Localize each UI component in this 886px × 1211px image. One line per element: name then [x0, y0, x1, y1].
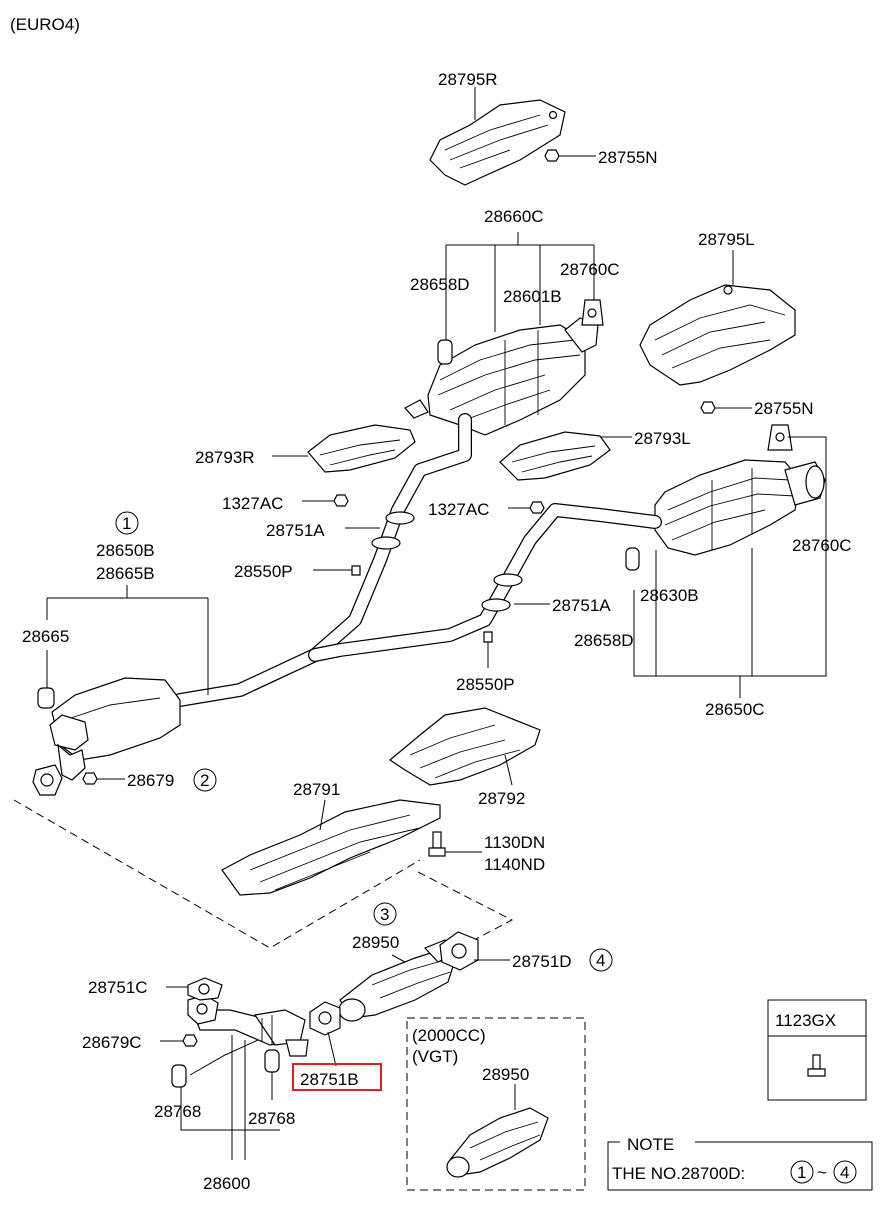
label-28751a-left: 28751A	[266, 521, 325, 540]
heat-shield-28791	[221, 799, 441, 896]
heat-shield-28793l	[499, 431, 611, 481]
catalytic-converter-vgt	[446, 1107, 549, 1178]
circled-4: 4	[596, 951, 605, 970]
label-28768-right: 28768	[248, 1109, 295, 1128]
hanger-28760c-right	[767, 424, 793, 451]
label-28792: 28792	[478, 789, 525, 808]
circled-3: 3	[380, 905, 389, 924]
label-1130dn: 1130DN	[484, 833, 545, 852]
label-28658d-top: 28658D	[410, 275, 470, 294]
hanger-28665	[37, 687, 55, 709]
heat-shield-upper-right	[429, 99, 566, 186]
gaskets-28751a	[371, 511, 523, 612]
label-28751d: 28751D	[512, 952, 572, 971]
label-28550p-right: 28550P	[456, 675, 515, 694]
label-28630b: 28630B	[640, 586, 699, 605]
label-28793l: 28793L	[634, 429, 691, 448]
note-circled-4: 4	[840, 1163, 849, 1182]
spring-28550p-left	[351, 565, 361, 576]
catalytic-converter	[338, 939, 456, 1022]
label-28755n-mid: 28755N	[754, 399, 814, 418]
bolt-1327ac-right	[529, 501, 545, 514]
label-28950-vgt: 28950	[482, 1065, 529, 1084]
hanger-28768-right	[264, 1049, 280, 1073]
hanger-28630b	[625, 547, 640, 571]
note-circled-1: 1	[797, 1163, 806, 1182]
screw-icon	[807, 1054, 826, 1077]
label-28665: 28665	[22, 627, 69, 646]
note-tilde: ~	[817, 1163, 827, 1182]
highlight-28751b	[292, 1063, 382, 1091]
bolt-1327ac-left	[333, 494, 349, 507]
variant-label: (EURO4)	[10, 15, 80, 34]
spring-28550p-right	[483, 631, 493, 643]
gasket-28751b	[309, 1001, 341, 1036]
part-box-1123gx: 1123GX	[767, 999, 867, 1101]
note-title: NOTE	[627, 1135, 674, 1154]
label-vgt: (VGT)	[412, 1047, 458, 1066]
note-box: NOTE THE NO.28700D: 1 ~ 4	[607, 1135, 873, 1191]
vgt-inset-frame	[406, 1017, 586, 1191]
label-28751a-right: 28751A	[552, 596, 611, 615]
label-28658d-right: 28658D	[574, 631, 634, 650]
label-28795l: 28795L	[698, 230, 755, 249]
rear-muffler	[654, 459, 826, 556]
label-28760c-right: 28760C	[792, 536, 852, 555]
label-28660c: 28660C	[484, 207, 544, 226]
label-28600: 28600	[203, 1174, 250, 1193]
gasket-28751c	[187, 977, 223, 1001]
label-28679: 28679	[127, 771, 174, 790]
front-muffler	[32, 677, 181, 796]
label-1123gx: 1123GX	[775, 1011, 836, 1030]
bolt-1130dn	[428, 831, 446, 857]
label-28791: 28791	[293, 780, 340, 799]
label-28795r: 28795R	[438, 70, 498, 89]
label-1327ac-right: 1327AC	[428, 500, 489, 519]
center-muffler	[404, 317, 599, 436]
label-28768-left: 28768	[154, 1102, 201, 1121]
label-28950-main: 28950	[352, 933, 399, 952]
label-1327ac-left: 1327AC	[222, 494, 283, 513]
note-text: THE NO.28700D:	[612, 1164, 745, 1183]
label-28650b: 28650B	[96, 541, 155, 560]
hanger-28760c-top	[581, 299, 604, 326]
label-28550p-left: 28550P	[234, 562, 293, 581]
label-28601b: 28601B	[503, 287, 562, 306]
gasket-28751d	[439, 931, 479, 971]
label-28793r: 28793R	[195, 448, 255, 467]
label-28755n-top: 28755N	[598, 148, 658, 167]
circled-2: 2	[200, 771, 209, 790]
heat-shield-28792	[388, 707, 541, 786]
nut-28679c	[182, 1034, 198, 1047]
nut-28755n-mid	[700, 401, 716, 414]
nut-28755n-top	[544, 149, 560, 162]
label-28665b: 28665B	[96, 564, 155, 583]
label-1140nd: 1140ND	[484, 855, 545, 874]
hanger-28658d-top	[437, 339, 453, 365]
front-pipe	[187, 994, 309, 1057]
circled-1: 1	[122, 514, 131, 533]
nut-28679	[82, 772, 98, 785]
label-28650c: 28650C	[705, 700, 765, 719]
label-28679c: 28679C	[82, 1033, 142, 1052]
label-2000cc: (2000CC)	[412, 1026, 486, 1045]
heat-shield-28793r	[307, 424, 416, 473]
hanger-28768-left	[171, 1064, 187, 1088]
label-28751b: 28751B	[300, 1070, 359, 1089]
heat-shield-upper-left	[639, 284, 796, 386]
label-28760c-top: 28760C	[560, 260, 620, 279]
label-28751c: 28751C	[88, 978, 148, 997]
